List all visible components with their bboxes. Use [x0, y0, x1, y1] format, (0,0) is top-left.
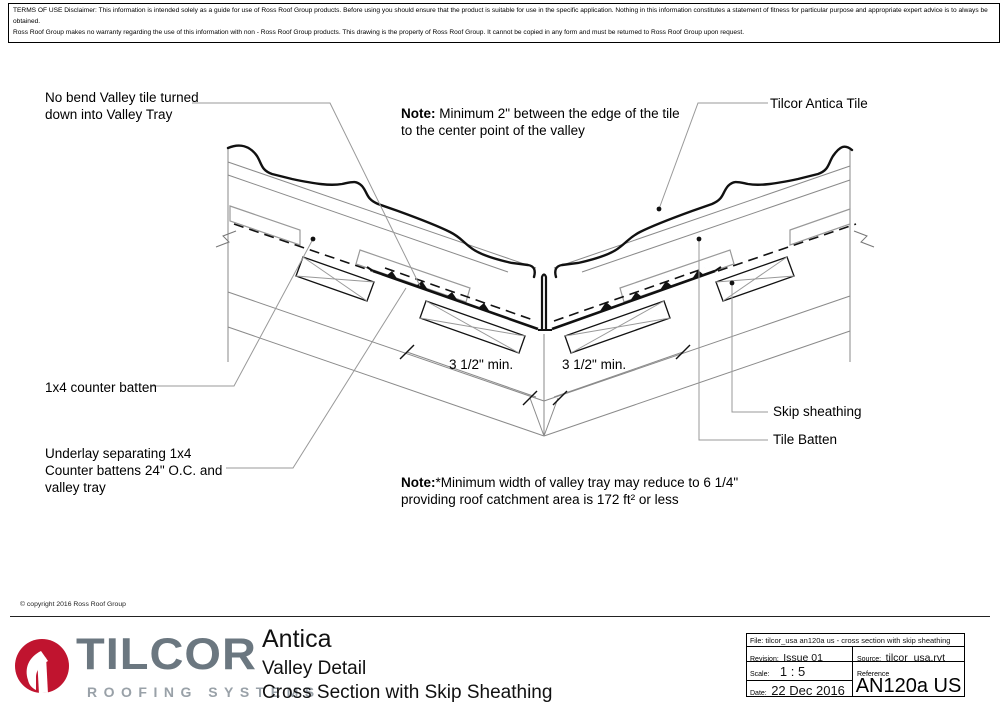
section-break-boundaries — [227, 148, 851, 362]
label-no-bend-line1: No bend Valley tile turned — [45, 90, 199, 105]
tilcor-logo-mark — [15, 639, 69, 694]
disclaimer-line1: TERMS OF USE Disclaimer: This informatio… — [13, 7, 988, 25]
note-top-line1: Note: Minimum 2" between the edge of the… — [401, 106, 680, 123]
label-tilcor-antica-tile: Tilcor Antica Tile — [770, 96, 868, 111]
dimension-lines — [406, 334, 684, 437]
copyright-note: © copyright 2016 Ross Roof Group — [20, 601, 126, 608]
label-underlay: Underlay separating 1x4 Counter battens … — [45, 446, 222, 497]
drawing-code: AN120a US — [855, 675, 962, 696]
counter-battens — [295, 256, 795, 354]
leader-dots — [310, 206, 735, 286]
note-bottom-text1: *Minimum width of valley tray may reduce… — [435, 475, 739, 490]
label-underlay-line2: Counter battens 24" O.C. and — [45, 462, 223, 478]
source-label: Source: — [857, 656, 882, 662]
underlay-dashed — [233, 223, 857, 322]
skip-sheathing-boards — [229, 205, 851, 303]
title-block: File: tilcor_usa an120a us - cross secti… — [746, 633, 965, 697]
note-top-text1: Minimum 2" between the edge of the tile — [435, 106, 680, 121]
note-bottom-bold: Note: — [401, 475, 436, 490]
tray-clips — [386, 270, 704, 312]
file-value: tilcor_usa an120a us - cross section wit… — [765, 636, 951, 645]
terms-of-use-disclaimer: TERMS OF USE Disclaimer: This informatio… — [8, 3, 1000, 43]
logo-tagline-text: ROOFING SYSTEMS — [87, 684, 321, 700]
dim-right-label: 3 1/2" min. — [562, 357, 627, 372]
titleblock-reference-cell: Reference AN120a US — [853, 662, 964, 696]
product-title: Antica — [262, 625, 332, 653]
titleblock-revision-cell: Revision: Issue 01 — [747, 647, 853, 662]
note-minimum-width: Note:*Minimum width of valley tray may r… — [401, 475, 738, 509]
note-minimum-2in: Note: Minimum 2" between the edge of the… — [401, 106, 680, 140]
label-tile-batten: Tile Batten — [773, 432, 838, 447]
drawing-subtitle-2: Cross Section with Skip Sheathing — [262, 682, 553, 703]
label-skip-sheathing: Skip sheathing — [773, 404, 862, 419]
source-value: tilcor_usa.rvt — [885, 652, 946, 662]
drawing-subtitle-1: Valley Detail — [262, 658, 367, 679]
label-underlay-line1: Underlay separating 1x4 — [45, 446, 192, 461]
note-bottom-line1: Note:*Minimum width of valley tray may r… — [401, 475, 738, 492]
reference-label: Reference — [857, 671, 890, 678]
note-top-text2: to the center point of the valley — [401, 122, 585, 138]
titleblock-scale-cell: Scale: 1 : 5 — [747, 662, 853, 681]
label-counter-batten: 1x4 counter batten — [45, 380, 157, 395]
note-bottom-text2: providing roof catchment area is 172 ft²… — [401, 491, 679, 507]
label-no-bend-line2: down into Valley Tray — [45, 106, 173, 122]
date-label: Date: — [750, 690, 767, 696]
tile-profiles — [226, 144, 854, 279]
label-underlay-line3: valley tray — [45, 479, 106, 495]
break-marks — [215, 230, 875, 248]
dimension-ticks — [399, 344, 691, 406]
titleblock-date-cell: Date: 22 Dec 2016 — [747, 681, 853, 696]
deck-lines — [227, 291, 851, 437]
tile-underside-lines — [227, 161, 851, 273]
footer-divider — [10, 616, 990, 617]
note-top-bold: Note: — [401, 106, 436, 121]
date-value: 22 Dec 2016 — [771, 683, 845, 696]
titleblock-file-row: File: tilcor_usa an120a us - cross secti… — [747, 634, 964, 647]
titleblock-source-cell: Source: tilcor_usa.rvt — [853, 647, 964, 662]
leader-lines — [150, 102, 768, 469]
label-no-bend-valley-tile: No bend Valley tile turned down into Val… — [45, 90, 199, 124]
logo-brand-text: TILCOR — [76, 627, 257, 679]
file-label: File: — [750, 638, 764, 645]
disclaimer-line2: Ross Roof Group makes no warranty regard… — [13, 28, 745, 36]
scale-value: 1 : 5 — [779, 664, 806, 679]
scale-label: Scale: — [750, 671, 770, 678]
revision-value: Issue 01 — [783, 652, 823, 662]
revision-label: Revision: — [750, 656, 779, 662]
dim-left-label: 3 1/2" min. — [449, 357, 514, 372]
